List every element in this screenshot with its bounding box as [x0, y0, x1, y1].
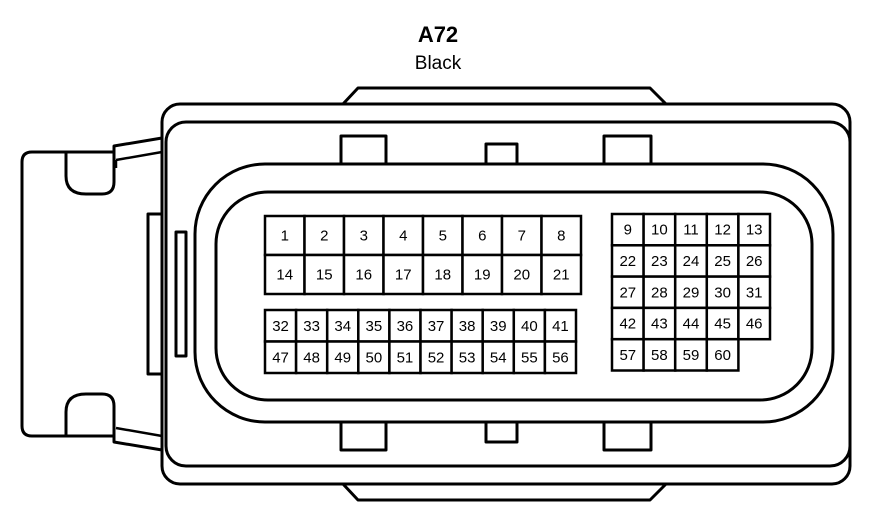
pin-label: 48 — [303, 349, 320, 366]
pin-cell — [737, 275, 772, 310]
pin-label: 17 — [395, 267, 412, 284]
pin-label: 40 — [521, 318, 538, 335]
pin-label: 12 — [714, 222, 731, 239]
pin-cell — [705, 337, 740, 372]
pin-cell — [642, 275, 677, 310]
pin-label: 7 — [518, 228, 526, 245]
pin-label: 43 — [651, 316, 668, 333]
pin-label: 25 — [714, 253, 731, 270]
pin-cell — [512, 340, 547, 375]
pin-cell — [342, 253, 385, 296]
pin-cell — [673, 337, 709, 372]
pin-label: 23 — [651, 253, 668, 270]
connector-name: A72 — [417, 22, 459, 47]
pin-cell — [737, 306, 772, 341]
pin-label: 50 — [366, 349, 383, 366]
pin-label: 10 — [651, 222, 668, 239]
pin-cell — [481, 340, 516, 375]
pin-cell — [419, 340, 453, 375]
pin-cell — [388, 340, 422, 375]
pin-label: 45 — [714, 316, 731, 333]
connector-color: Black — [414, 53, 462, 74]
pin-label: 33 — [303, 318, 320, 335]
pin-cell — [382, 253, 425, 296]
pin-label: 30 — [714, 284, 731, 301]
pin-cell — [461, 253, 504, 296]
cavity-frame-inner — [214, 190, 814, 402]
pin-label: 11 — [683, 222, 699, 239]
latch-notch-top — [72, 152, 114, 192]
pin-label: 14 — [276, 267, 293, 284]
pin-label: 20 — [513, 267, 530, 284]
pin-label: 19 — [474, 267, 491, 284]
pin-label: 22 — [619, 253, 636, 270]
pin-label: 44 — [683, 316, 700, 333]
pin-label: 1 — [281, 228, 289, 245]
pin-label: 27 — [619, 284, 636, 301]
housing-inner — [164, 120, 852, 468]
pin-label: 54 — [490, 349, 507, 366]
cavity-frame-outer — [193, 162, 835, 424]
side-rail — [146, 212, 164, 376]
pin-label: 55 — [521, 349, 538, 366]
pin-label: 47 — [272, 349, 289, 366]
pin-cell — [325, 340, 360, 375]
pin-label: 58 — [651, 347, 668, 364]
pin-label: 49 — [334, 349, 351, 366]
pin-label: 2 — [320, 228, 328, 245]
side-rail-slot — [174, 230, 188, 358]
pin-label: 18 — [434, 267, 451, 284]
pin-label: 21 — [553, 267, 570, 284]
pin-cell — [263, 340, 298, 375]
bottom-tab — [341, 482, 668, 502]
pin-label: 39 — [490, 318, 507, 335]
top-tab — [341, 86, 668, 106]
pin-cell — [540, 214, 583, 257]
pin-label: 29 — [683, 284, 700, 301]
pin-cell — [450, 340, 484, 375]
latch-outline — [20, 136, 163, 452]
pin-cell — [540, 253, 583, 296]
pin-label: 52 — [428, 349, 445, 366]
pin-label: 41 — [552, 318, 569, 335]
pin-label: 24 — [683, 253, 700, 270]
pin-label: 59 — [683, 347, 700, 364]
pin-label: 31 — [746, 284, 763, 301]
pin-cell — [421, 253, 464, 296]
pin-label: 51 — [397, 349, 414, 366]
pin-cell — [705, 275, 740, 310]
pin-label: 38 — [459, 318, 476, 335]
pin-label: 4 — [399, 228, 407, 245]
pin-label: 5 — [439, 228, 447, 245]
pin-label: 28 — [651, 284, 668, 301]
pin-label: 6 — [478, 228, 486, 245]
pin-label: 34 — [334, 318, 351, 335]
pin-label: 16 — [355, 267, 372, 284]
pin-label: 60 — [714, 347, 731, 364]
pin-cell — [673, 275, 709, 310]
pin-label: 56 — [552, 349, 569, 366]
pin-label: 57 — [619, 347, 636, 364]
pin-cell — [543, 340, 578, 375]
pin-label: 42 — [619, 316, 636, 333]
pin-label: 46 — [746, 316, 763, 333]
pin-label: 53 — [459, 349, 476, 366]
pin-label: 3 — [360, 228, 368, 245]
pin-label: 36 — [397, 318, 414, 335]
pin-label: 26 — [746, 253, 763, 270]
pin-label: 15 — [316, 267, 333, 284]
pin-label: 32 — [272, 318, 289, 335]
pin-label: 37 — [428, 318, 445, 335]
pin-label: 8 — [557, 228, 565, 245]
pin-label: 13 — [746, 222, 763, 239]
pin-label: 35 — [366, 318, 383, 335]
pin-label: 9 — [624, 222, 632, 239]
